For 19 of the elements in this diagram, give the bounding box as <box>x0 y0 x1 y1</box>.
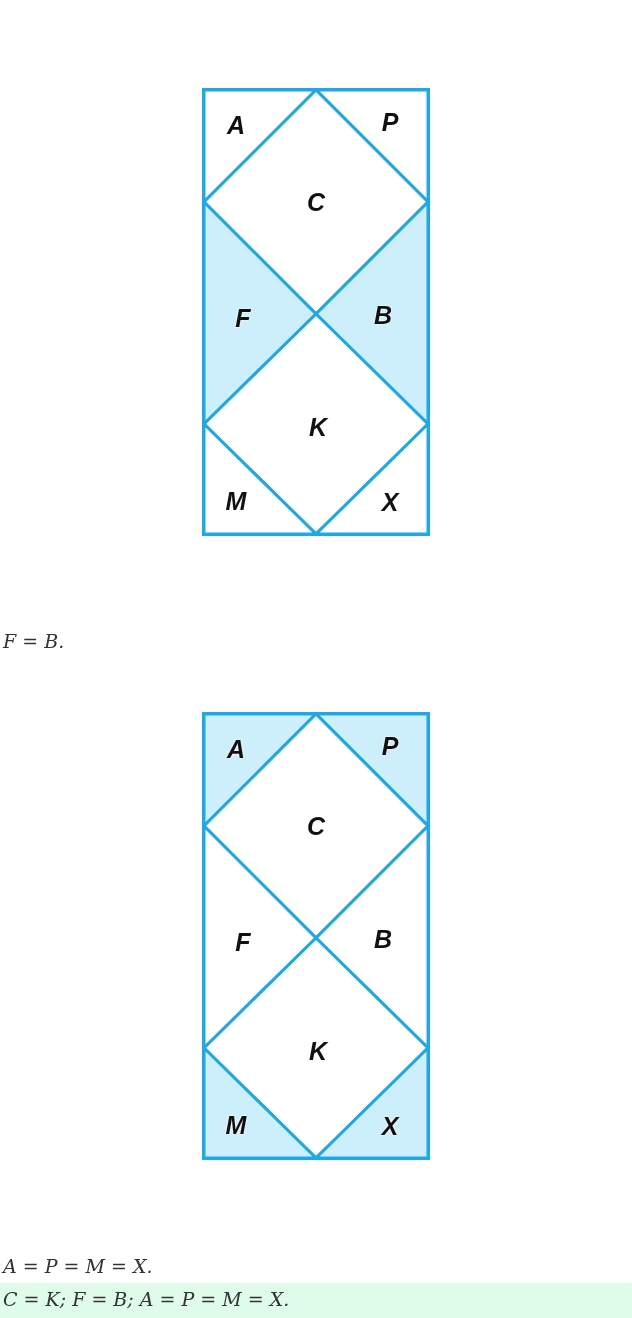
region-letter: C <box>306 189 326 215</box>
equation-text: F = B. <box>3 630 65 652</box>
region-letter: K <box>308 414 328 440</box>
region-letter: F <box>235 929 251 955</box>
region-letter: M <box>225 1112 247 1138</box>
region-letter: C <box>306 813 326 839</box>
region-letter: X <box>381 489 399 515</box>
region-letter: M <box>225 488 247 514</box>
region-letter: P <box>381 109 399 135</box>
region-letter: K <box>308 1038 328 1064</box>
region-letter: P <box>381 733 399 759</box>
region-letter: F <box>235 305 251 331</box>
region-letter: A <box>226 736 246 762</box>
region-letter: A <box>226 112 246 138</box>
region-letter: B <box>373 926 393 952</box>
region-letter: X <box>381 1113 399 1139</box>
region-letter: B <box>373 302 393 328</box>
equation-text: C = K; F = B; A = P = M = X. <box>3 1288 290 1310</box>
equation-text: A = P = M = X. <box>3 1255 153 1277</box>
